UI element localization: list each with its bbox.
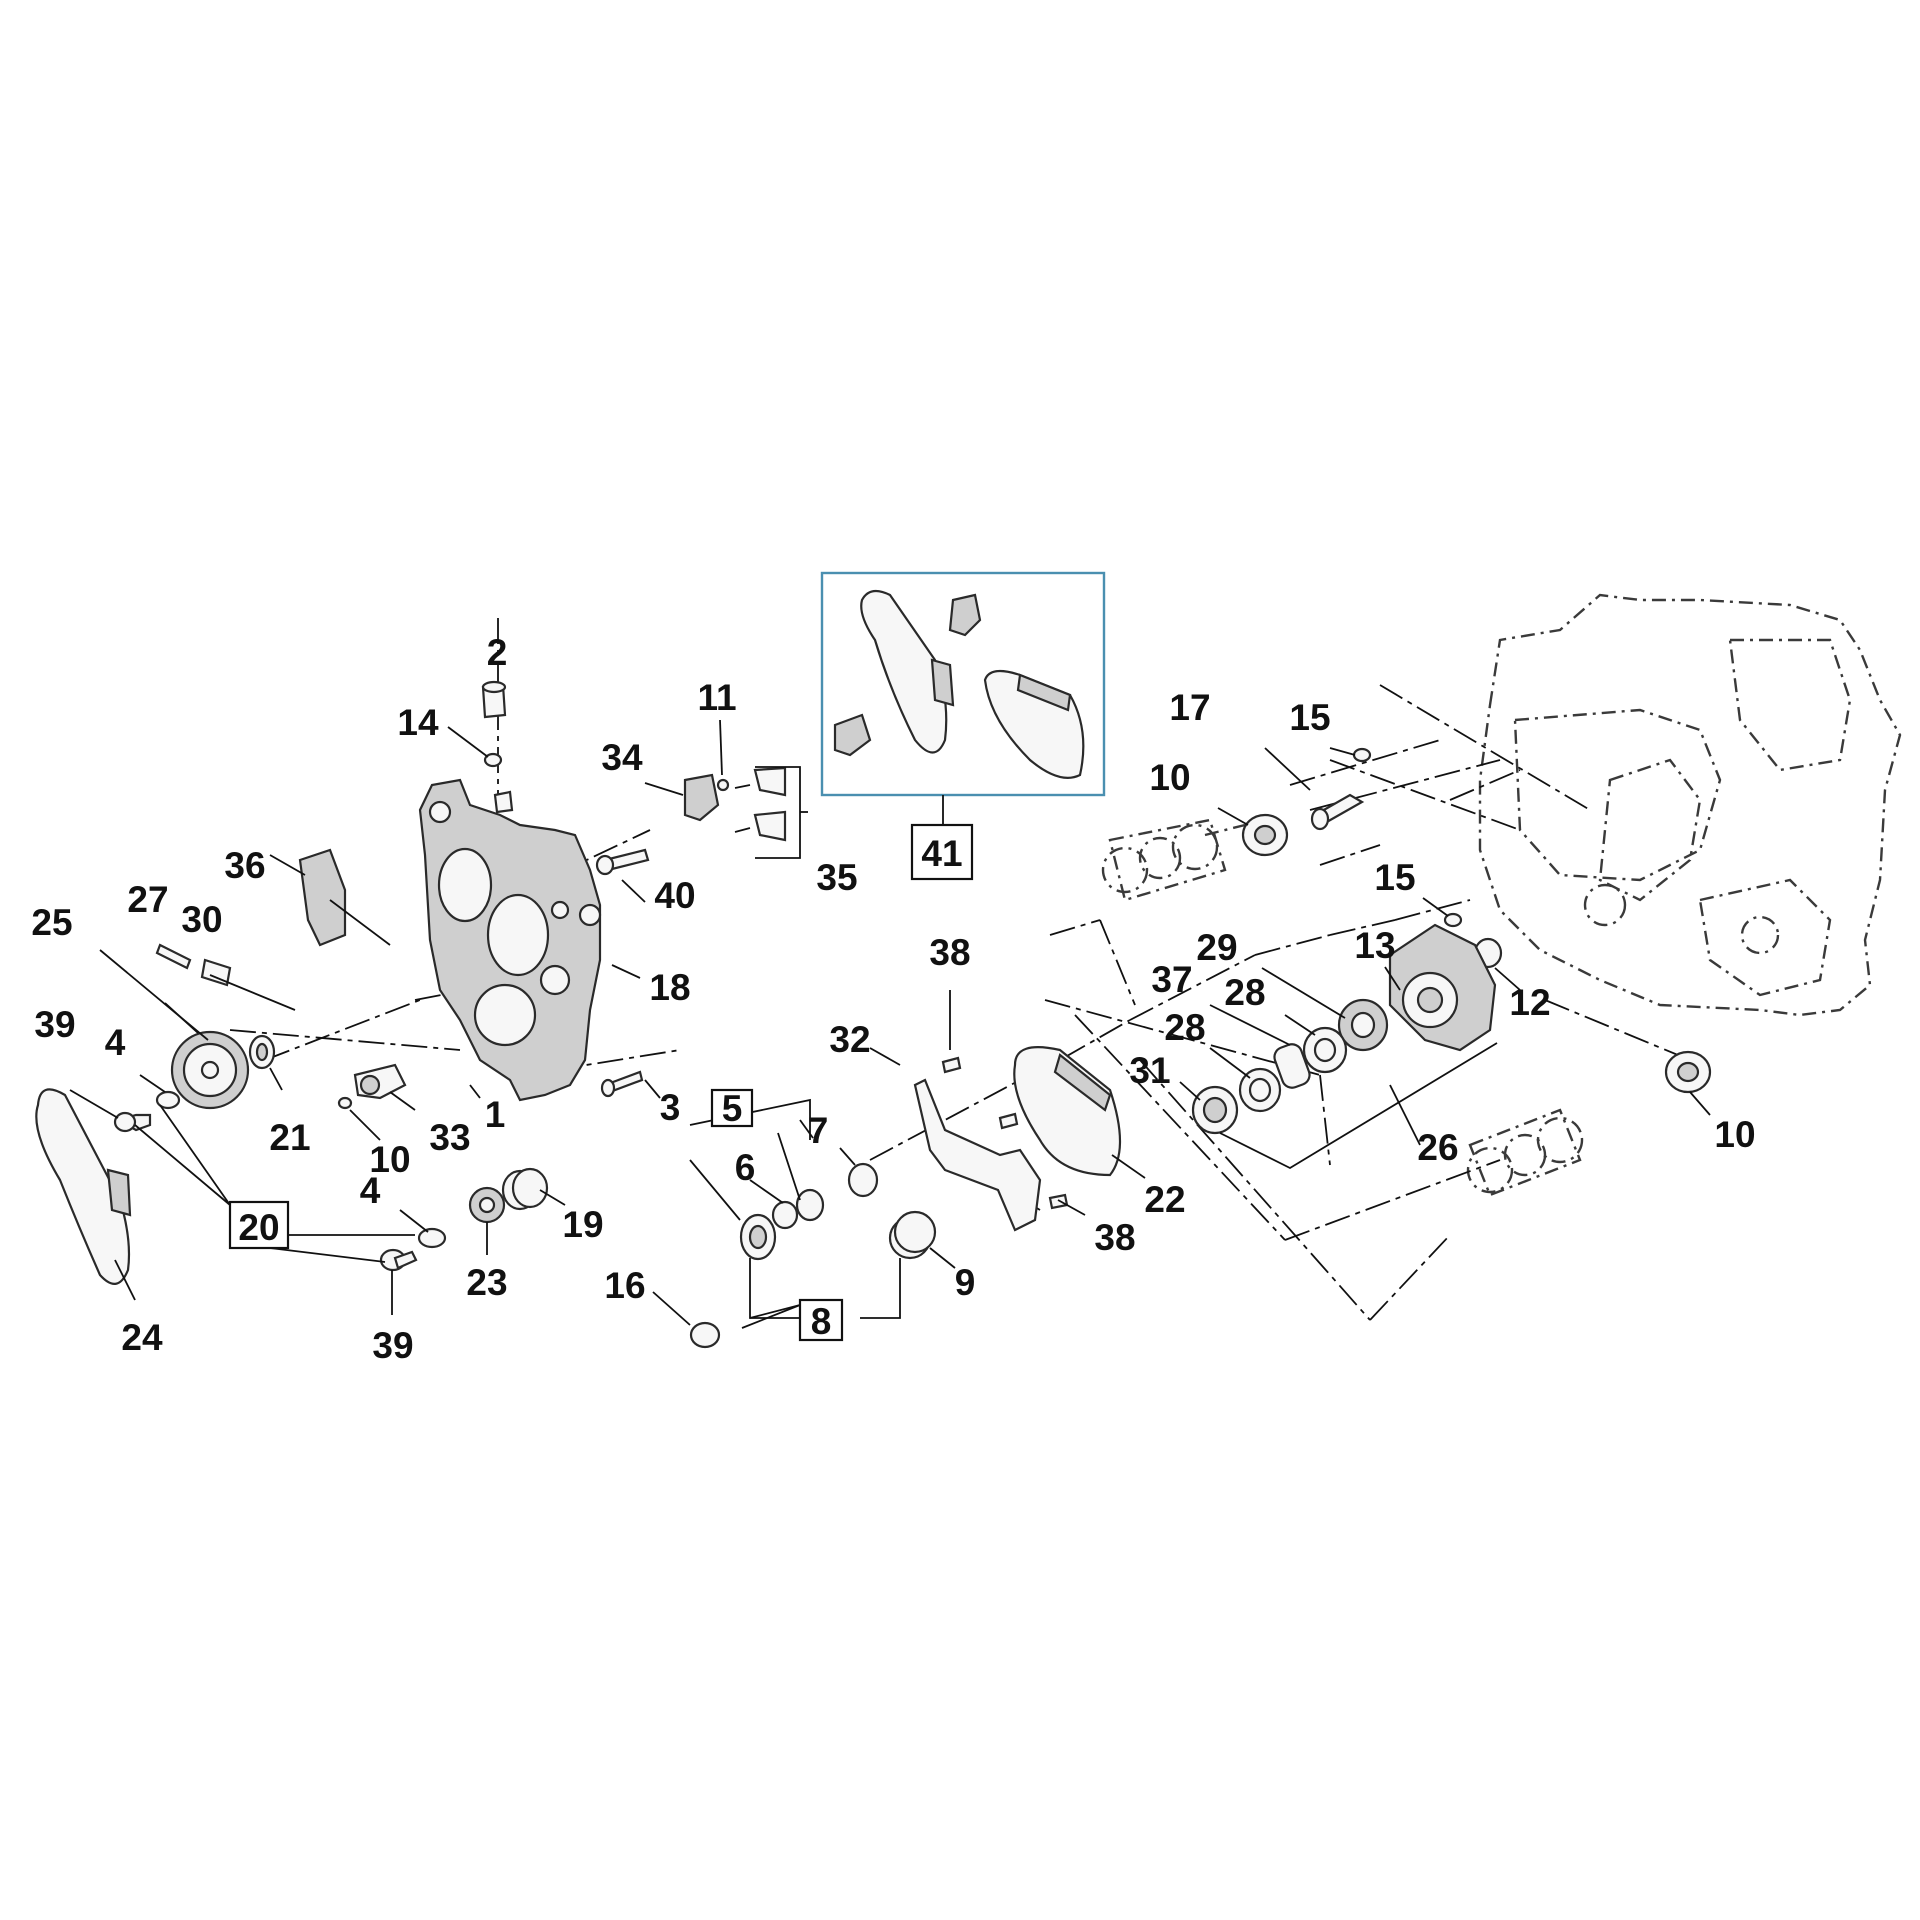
callout-38-upper: 38: [929, 932, 970, 973]
cam-support-plate: [418, 778, 602, 1102]
callout-15-upper: 15: [1289, 697, 1330, 738]
kit-label: 41: [921, 833, 962, 874]
rear-camshaft-outline: [1466, 1108, 1584, 1197]
callout-25: 25: [31, 902, 72, 943]
callout-10-upper: 10: [1149, 757, 1190, 798]
part-graphics: [35, 680, 787, 1285]
kit-label-box: [910, 823, 974, 881]
callout-30: 30: [181, 899, 222, 940]
callout-24: 24: [121, 1317, 163, 1358]
callout-12: 12: [1509, 982, 1550, 1023]
callout-15-lower: 15: [1374, 857, 1415, 898]
crankcase-outline: [1478, 593, 1902, 1017]
callout-18: 18: [649, 967, 690, 1008]
callout-10-left: 10: [369, 1139, 410, 1180]
callout-40: 40: [654, 875, 695, 916]
callout-14: 14: [397, 702, 439, 743]
boxed-callouts: 20 5 8: [228, 1088, 844, 1342]
callout-26: 26: [1417, 1127, 1458, 1168]
callout-4-lower: 4: [360, 1170, 381, 1211]
callout-16: 16: [604, 1265, 645, 1306]
callout-37: 37: [1151, 959, 1192, 1000]
callout-10-right: 10: [1714, 1114, 1755, 1155]
callout-27: 27: [127, 879, 168, 920]
callout-39-lower: 39: [372, 1325, 413, 1366]
callout-23: 23: [466, 1262, 507, 1303]
callout-2: 2: [487, 632, 508, 673]
callout-box-20: [228, 1200, 290, 1250]
callout-13: 13: [1354, 925, 1395, 966]
callout-7: 7: [808, 1110, 829, 1151]
callout-box-5: [710, 1088, 754, 1128]
callout-35: 35: [816, 857, 857, 898]
middle-part-graphics: [689, 1046, 1122, 1349]
callout-17: 17: [1169, 687, 1210, 728]
callout-19: 19: [562, 1204, 603, 1245]
right-part-graphics: [1191, 747, 1712, 1135]
callout-20: 20: [238, 1207, 279, 1248]
callout-3: 3: [660, 1087, 681, 1128]
front-camshaft-outline: [1101, 818, 1246, 902]
callout-29: 29: [1196, 927, 1237, 968]
callout-11: 11: [697, 677, 736, 718]
kit-frame: [820, 571, 1106, 797]
callout-28-lower: 28: [1164, 1007, 1205, 1048]
callout-33: 33: [429, 1117, 470, 1158]
callout-6: 6: [735, 1147, 756, 1188]
callout-4-upper: 4: [105, 1022, 126, 1063]
kit-41: 41: [820, 571, 1106, 881]
callout-5: 5: [722, 1088, 743, 1129]
leader-lines: [69, 719, 1711, 1329]
callout-34: 34: [601, 737, 643, 778]
callout-39-upper: 39: [34, 1004, 75, 1045]
callout-8: 8: [811, 1301, 832, 1342]
callout-numbers: 1 2 3 4 4 6 7 9 10 10 10 11 12 13 14 15 …: [31, 632, 1755, 1366]
callout-9: 9: [955, 1262, 976, 1303]
callout-38-lower: 38: [1094, 1217, 1135, 1258]
assembly-lines: [229, 618, 1691, 1321]
callout-1: 1: [485, 1094, 506, 1135]
callout-36: 36: [224, 845, 265, 886]
callout-32: 32: [829, 1019, 870, 1060]
callout-box-8: [798, 1298, 844, 1342]
callout-31: 31: [1129, 1050, 1170, 1091]
callout-22: 22: [1144, 1179, 1185, 1220]
callout-28-upper: 28: [1224, 972, 1265, 1013]
callout-21: 21: [269, 1117, 310, 1158]
